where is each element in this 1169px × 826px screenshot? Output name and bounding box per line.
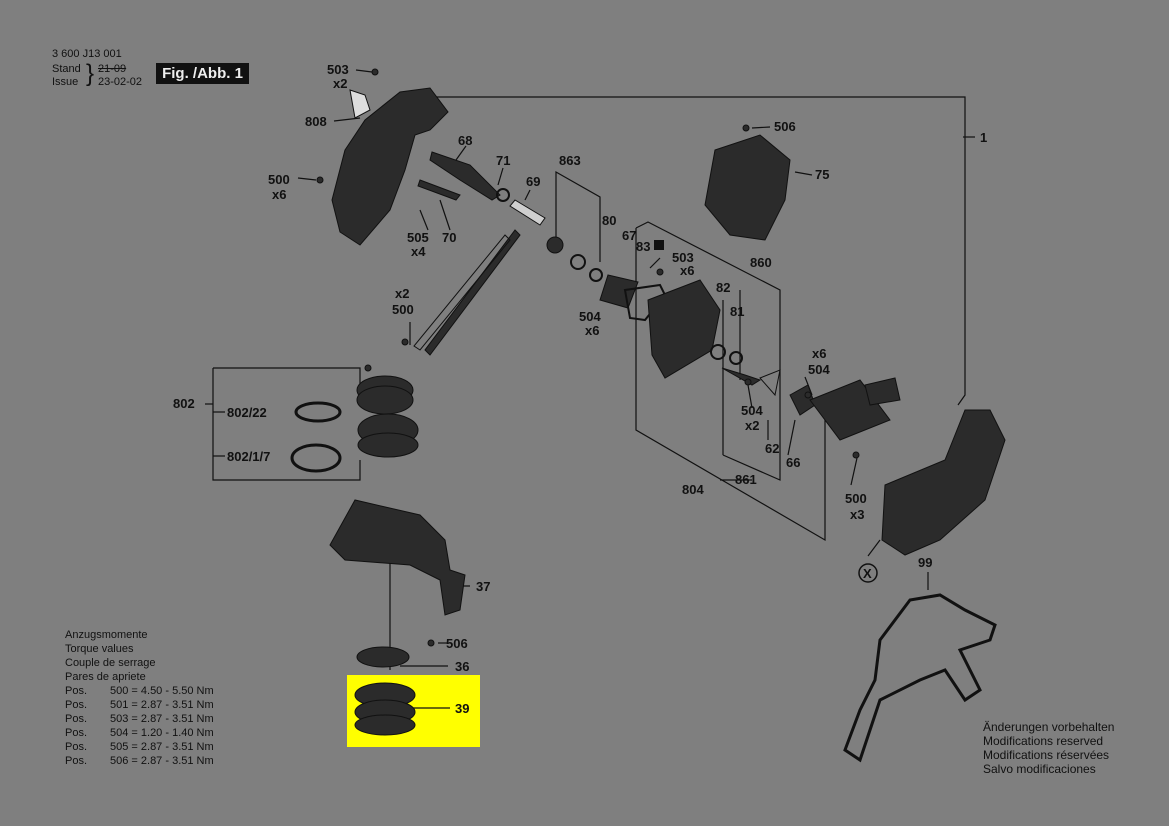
- torque-title-es: Pares de apriete: [65, 671, 146, 683]
- label-802-1-7: 802/1/7: [227, 449, 270, 464]
- label-503-mid-qty: x6: [680, 263, 694, 278]
- stand-value: 21-09: [98, 63, 127, 75]
- label-503-mid: 503: [672, 250, 694, 265]
- modifications-en: Modifications reserved: [983, 734, 1104, 748]
- label-99: 99: [918, 555, 932, 570]
- figure-label: Fig. /Abb. 1: [156, 63, 249, 84]
- document-number: 3 600 J13 001: [52, 48, 122, 60]
- modifications-de: Änderungen vorbehalten: [983, 720, 1115, 734]
- torque-row: Pos.500 = 4.50 - 5.50 Nm: [65, 685, 214, 697]
- torque-row: Pos.501 = 2.87 - 3.51 Nm: [65, 699, 214, 711]
- issue-value: 23-02-02: [98, 76, 143, 88]
- label-1: 1: [980, 130, 987, 145]
- label-504-right-qty: x6: [812, 346, 826, 361]
- modifications-fr: Modifications réservées: [983, 748, 1110, 762]
- label-69: 69: [526, 174, 540, 189]
- label-x: X: [863, 566, 872, 581]
- brace-icon: }: [86, 60, 95, 87]
- issue-label: Issue: [52, 76, 79, 88]
- square-marker-icon: [654, 240, 664, 250]
- label-67: 67: [622, 228, 636, 243]
- stand-label: Stand: [52, 63, 81, 75]
- label-39: 39: [455, 701, 469, 716]
- label-505: 505: [407, 230, 429, 245]
- label-802-22: 802/22: [227, 405, 267, 420]
- torque-title-de: Anzugsmomente: [65, 629, 148, 641]
- label-80: 80: [602, 213, 616, 228]
- label-504-right: 504: [808, 362, 830, 377]
- label-37: 37: [476, 579, 490, 594]
- modifications-note: Änderungen vorbehalten Modifications res…: [983, 720, 1114, 776]
- modifications-es: Salvo modificaciones: [983, 762, 1096, 776]
- label-506-top: 506: [774, 119, 796, 134]
- label-505-qty: x4: [411, 244, 426, 259]
- label-62: 62: [765, 441, 779, 456]
- label-860: 860: [750, 255, 772, 270]
- label-804: 804: [682, 482, 704, 497]
- label-500-left-qty: x6: [272, 187, 286, 202]
- label-503-top-qty: x2: [333, 76, 347, 91]
- label-83: 83: [636, 239, 650, 254]
- label-861: 861: [735, 472, 757, 487]
- label-500-mid: 500: [392, 302, 414, 317]
- label-863: 863: [559, 153, 581, 168]
- label-75: 75: [815, 167, 829, 182]
- o-ring-802-1-7: [290, 443, 342, 473]
- torque-title-en: Torque values: [65, 643, 134, 655]
- label-500-mid-qty: x2: [395, 286, 409, 301]
- label-82: 82: [716, 280, 730, 295]
- label-500-right-qty: x3: [850, 507, 864, 522]
- torque-row: Pos.504 = 1.20 - 1.40 Nm: [65, 727, 214, 739]
- label-808: 808: [305, 114, 327, 129]
- label-71: 71: [496, 153, 510, 168]
- label-70: 70: [442, 230, 456, 245]
- torque-row: Pos.506 = 2.87 - 3.51 Nm: [65, 755, 214, 767]
- torque-values-table: Anzugsmomente Torque values Couple de se…: [65, 628, 214, 768]
- label-506-bottom: 506: [446, 636, 468, 651]
- torque-row: Pos.505 = 2.87 - 3.51 Nm: [65, 741, 214, 753]
- label-68: 68: [458, 133, 472, 148]
- o-ring-802-22: [294, 401, 342, 423]
- label-504-left-qty: x6: [585, 323, 599, 338]
- label-66: 66: [786, 455, 800, 470]
- label-500-left: 500: [268, 172, 290, 187]
- label-500-right: 500: [845, 491, 867, 506]
- x-circle-icon: [858, 563, 878, 583]
- label-36: 36: [455, 659, 469, 674]
- torque-title-fr: Couple de serrage: [65, 657, 156, 669]
- label-504-bottom-qty: x2: [745, 418, 759, 433]
- torque-row: Pos.503 = 2.87 - 3.51 Nm: [65, 713, 214, 725]
- label-504-bottom: 504: [741, 403, 763, 418]
- label-504-left: 504: [579, 309, 601, 324]
- label-81: 81: [730, 304, 744, 319]
- label-503-top: 503: [327, 62, 349, 77]
- label-802: 802: [173, 396, 195, 411]
